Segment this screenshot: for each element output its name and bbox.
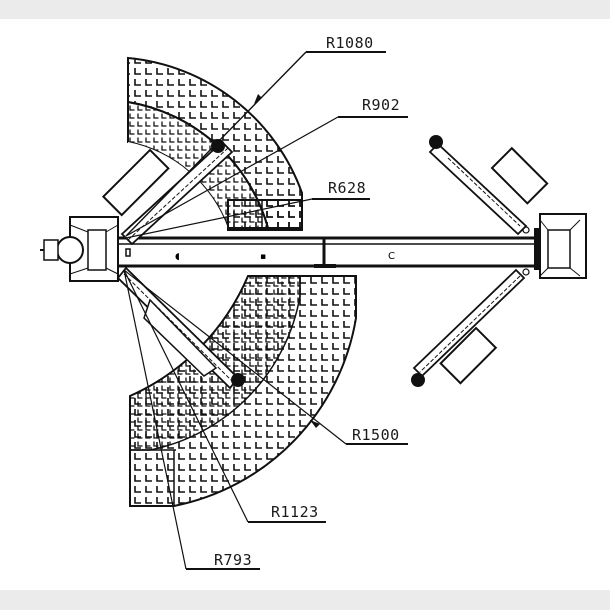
motor-unit-icon bbox=[56, 236, 84, 264]
label-r1123: R1123 bbox=[271, 503, 319, 521]
lift-pad-icon-right-lower bbox=[411, 373, 425, 387]
label-r628: R628 bbox=[328, 179, 366, 197]
right-post bbox=[522, 213, 587, 279]
upper-dimension-leaders bbox=[125, 51, 408, 239]
right-upper-arm bbox=[428, 135, 549, 236]
upper-left-arm-pad-housing bbox=[101, 148, 170, 217]
lift-pad-icon bbox=[211, 139, 225, 153]
left-post bbox=[40, 216, 119, 282]
beam-mark-2: ▪ bbox=[260, 252, 266, 262]
lift-pad-icon-right-upper bbox=[429, 135, 443, 149]
left-upper-arm bbox=[101, 139, 234, 246]
bottom-frame-band bbox=[0, 590, 610, 610]
beam-mark-1: ◖ bbox=[175, 252, 180, 262]
label-r1080: R1080 bbox=[326, 34, 374, 52]
left-lower-arm bbox=[116, 266, 245, 390]
lower-dimension-leaders bbox=[123, 269, 408, 570]
lift-pad-icon-lower bbox=[231, 373, 245, 387]
beam-mark-3: C bbox=[388, 251, 395, 262]
crossbeam: ◖ ▪ C bbox=[114, 236, 538, 268]
label-r793: R793 bbox=[214, 551, 252, 569]
label-r1500: R1500 bbox=[352, 426, 400, 444]
label-r902: R902 bbox=[362, 96, 400, 114]
top-frame-band bbox=[0, 0, 610, 19]
right-lower-arm bbox=[411, 268, 526, 387]
